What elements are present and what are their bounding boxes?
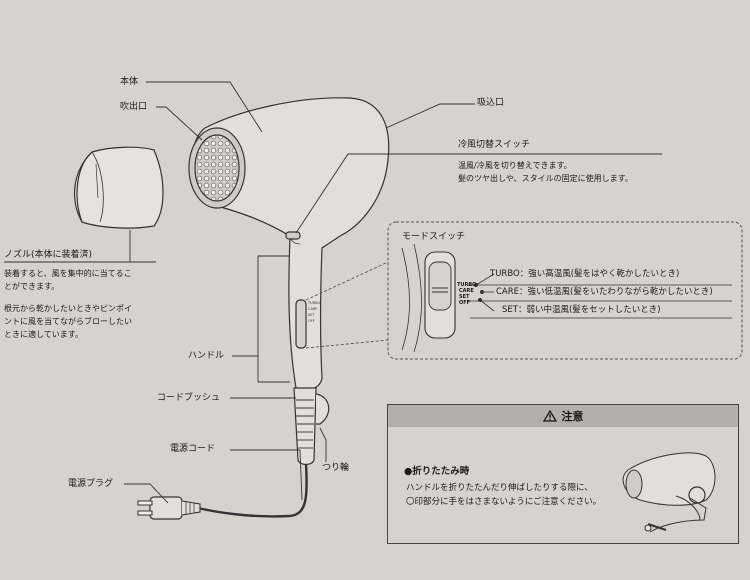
mode-switch-callout — [305, 221, 743, 360]
dryer-body: TURBO CARE SET OFF — [188, 97, 390, 466]
label-handle: ハンドル — [188, 351, 225, 361]
caution-line: 〇印部分に手をはさまないようにご注意ください。 — [406, 497, 602, 507]
caution-box: 注意 ●折りたたみ時 ハンドルを折りたたんだり伸ばしたりする際に、 〇印部分に手… — [387, 404, 739, 544]
nozzle-desc-line: ときに適しています。 — [4, 330, 83, 339]
nozzle-description-2: 根元から乾かしたいときやピンポイ ントに風を当てながらブローしたい ときに適して… — [4, 302, 169, 341]
label-cord-bush: コードブッシュ — [157, 393, 221, 403]
nozzle-desc-line: ントに風を当てながらブローしたい — [4, 317, 132, 326]
caution-title: 注意 — [561, 410, 584, 423]
label-outlet: 吹出口 — [120, 102, 148, 112]
mode-turbo: TURBO：強い高温風(髪をはやく乾かしたいとき) — [490, 269, 680, 279]
svg-text:TURBO: TURBO — [307, 301, 320, 305]
label-intake: 吸込口 — [477, 98, 505, 108]
warning-icon — [542, 410, 557, 422]
caution-line: ハンドルを折りたたんだり伸ばしたりする際に、 — [406, 483, 593, 493]
label-plug: 電源プラグ — [68, 479, 114, 489]
svg-text:CARE: CARE — [308, 307, 317, 311]
switch-mark-set: SET — [459, 294, 470, 300]
nozzle — [73, 146, 164, 229]
switch-mark-off: OFF — [459, 300, 471, 306]
caution-text: ハンドルを折りたたんだり伸ばしたりする際に、 〇印部分に手をはさまないようにご注… — [406, 481, 601, 509]
label-mode-switch: モードスイッチ — [402, 232, 466, 242]
label-body: 本体 — [120, 77, 139, 87]
cool-switch-description: 温風/冷風を切り替えできます。 髪のツヤ出しや、スタイルの固定に使用します。 — [458, 159, 633, 185]
caution-heading: ●折りたたみ時 — [404, 466, 470, 477]
svg-text:OFF: OFF — [308, 319, 315, 323]
nozzle-desc-line: 装着すると、風を集中的に当てるこ — [4, 269, 132, 278]
caution-header: 注意 — [388, 405, 738, 427]
cool-switch-desc-line: 髪のツヤ出しや、スタイルの固定に使用します。 — [458, 174, 633, 183]
switch-mark-turbo: TURBO — [457, 282, 477, 288]
power-cord — [137, 463, 308, 520]
switch-mark-care: CARE — [459, 288, 474, 294]
nozzle-description-1: 装着すると、風を集中的に当てるこ とができます。 — [4, 267, 169, 293]
folded-dryer-illustration — [622, 452, 716, 533]
label-cord: 電源コード — [170, 444, 216, 454]
nozzle-desc-line: 根元から乾かしたいときやピンポイ — [4, 304, 132, 313]
svg-text:SET: SET — [308, 313, 315, 317]
mode-care: CARE：強い低温風(髪をいたわりながら乾かしたいとき) — [496, 287, 713, 297]
mode-set: SET：弱い中温風(髪をセットしたいとき) — [502, 305, 661, 315]
nozzle-desc-line: とができます。 — [4, 282, 60, 291]
label-hang-ring: つり輪 — [322, 463, 350, 473]
label-nozzle: ノズル(本体に装着済) — [4, 250, 93, 260]
label-cool-switch: 冷風切替スイッチ — [458, 140, 531, 150]
leader-lines — [4, 81, 662, 504]
cool-switch-desc-line: 温風/冷風を切り替えできます。 — [458, 161, 572, 170]
